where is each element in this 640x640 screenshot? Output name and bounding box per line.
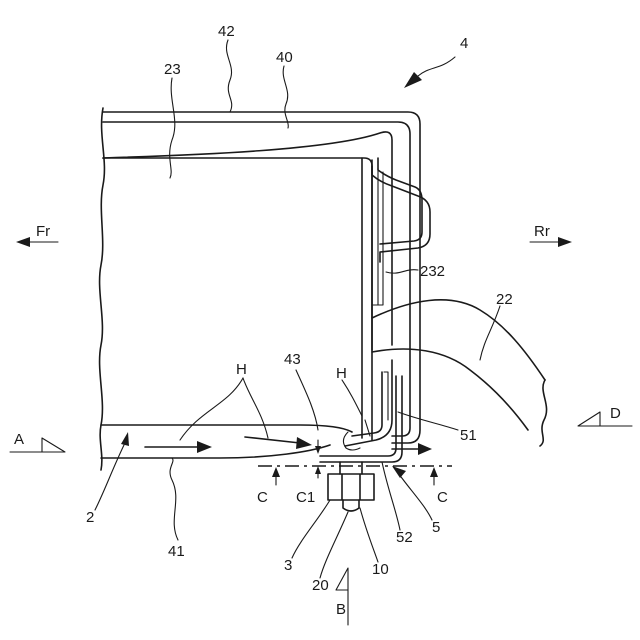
dir-rear-head xyxy=(558,237,572,247)
flow-arrowhead-1 xyxy=(197,441,212,453)
ref-41: 41 xyxy=(168,543,185,560)
leader-51 xyxy=(398,412,458,430)
leader-40 xyxy=(283,66,288,128)
dir-rear-label: Rr xyxy=(534,223,550,240)
leader-5 xyxy=(396,470,432,520)
ref-h-left: H xyxy=(236,361,247,378)
leader-22 xyxy=(480,306,500,360)
leader-h-left-a xyxy=(180,378,243,440)
leader-4 xyxy=(418,57,455,76)
leader-5-head xyxy=(392,466,406,478)
duct-22-break xyxy=(540,380,547,446)
leader-23 xyxy=(170,78,175,178)
ref-2: 2 xyxy=(86,509,94,526)
ref-10: 10 xyxy=(372,561,389,578)
ref-232: 232 xyxy=(420,263,445,280)
ref-c-left: C xyxy=(257,489,268,506)
dim-c1-head-up xyxy=(315,466,321,474)
ref-c1: C1 xyxy=(296,489,315,506)
duct-22-top xyxy=(372,300,545,380)
leader-41 xyxy=(170,458,178,540)
break-line-left xyxy=(100,108,105,470)
bottom-plate-top xyxy=(101,425,352,432)
ref-51: 51 xyxy=(460,427,477,444)
leader-2 xyxy=(95,445,124,510)
hook-bracket-inner xyxy=(378,158,422,244)
leader-2-head xyxy=(121,432,129,446)
ref-20: 20 xyxy=(312,577,329,594)
ref-3: 3 xyxy=(284,557,292,574)
wall-232-inner xyxy=(372,168,383,305)
leader-3 xyxy=(292,500,330,558)
leader-h-right xyxy=(342,380,362,416)
leader-20 xyxy=(320,512,348,578)
ref-a: A xyxy=(14,431,24,448)
ref-b: B xyxy=(336,601,346,618)
wall-232 xyxy=(362,158,372,440)
ref-4: 4 xyxy=(460,35,468,52)
leader-43 xyxy=(296,370,318,430)
ref-40: 40 xyxy=(276,49,293,66)
dir-front-head xyxy=(16,237,30,247)
bolt-tip-10 xyxy=(343,500,359,511)
case-inner-40 xyxy=(103,122,410,436)
section-arrowhead-c-left xyxy=(272,467,280,477)
nut-20 xyxy=(328,474,374,500)
plate-52-inner xyxy=(320,376,402,462)
bottom-plate-bottom xyxy=(101,445,330,458)
panel-23-inner xyxy=(103,132,392,345)
leader-232 xyxy=(386,270,418,273)
dir-front-label: Fr xyxy=(36,223,50,240)
section-arrowhead-c-right xyxy=(430,467,438,477)
panel-23-top xyxy=(103,158,372,350)
ref-5: 5 xyxy=(432,519,440,536)
bolt-shaft-3 xyxy=(340,462,362,474)
flow-arrow-2 xyxy=(245,437,300,443)
dim-c1-head-down xyxy=(315,446,321,454)
view-d-line xyxy=(578,412,632,426)
leader-10 xyxy=(360,508,378,562)
ref-52: 52 xyxy=(396,529,413,546)
ref-43: 43 xyxy=(284,351,301,368)
leader-h-left-b xyxy=(243,378,268,438)
ref-42: 42 xyxy=(218,23,235,40)
ref-23: 23 xyxy=(164,61,181,78)
ref-h-right: H xyxy=(336,365,347,382)
leader-42 xyxy=(226,40,231,112)
ref-22: 22 xyxy=(496,291,513,308)
flow-arrowhead-3 xyxy=(418,443,432,455)
flow-arrowhead-2 xyxy=(296,437,312,449)
ref-c-right: C xyxy=(437,489,448,506)
ref-d: D xyxy=(610,405,621,422)
